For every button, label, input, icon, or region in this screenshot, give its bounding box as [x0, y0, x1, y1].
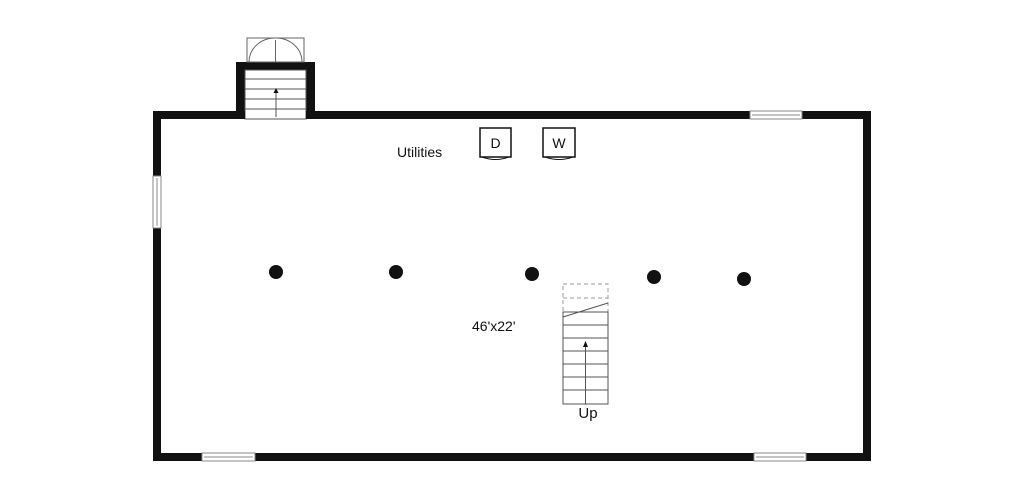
- washer: W: [542, 127, 576, 160]
- window-bottom-left: [201, 452, 256, 462]
- stairs-up-label: Up: [578, 405, 597, 422]
- window-bottom-right: [753, 452, 807, 462]
- support-columns: [269, 265, 751, 286]
- washer-label: W: [552, 135, 566, 151]
- windows: [152, 110, 807, 462]
- dryer-label: D: [490, 135, 500, 151]
- bulkhead-arrow-icon: [273, 88, 279, 93]
- room-dimensions: 46'x22': [472, 318, 516, 334]
- bulkhead-doors[interactable]: [246, 37, 305, 63]
- support-column: [647, 270, 661, 284]
- utilities-label: Utilities: [397, 144, 442, 160]
- bulkhead-stairs: [244, 69, 307, 120]
- interior-stairs: [562, 283, 609, 405]
- dryer: D: [479, 127, 512, 160]
- support-column: [269, 265, 283, 279]
- support-column: [389, 265, 403, 279]
- window-top-right: [749, 110, 803, 120]
- window-left: [152, 175, 162, 229]
- exterior-walls: [153, 111, 871, 461]
- support-column: [737, 272, 751, 286]
- bulkhead-walls: [236, 62, 315, 119]
- stairs-arrow-icon: [583, 341, 588, 347]
- support-column: [525, 267, 539, 281]
